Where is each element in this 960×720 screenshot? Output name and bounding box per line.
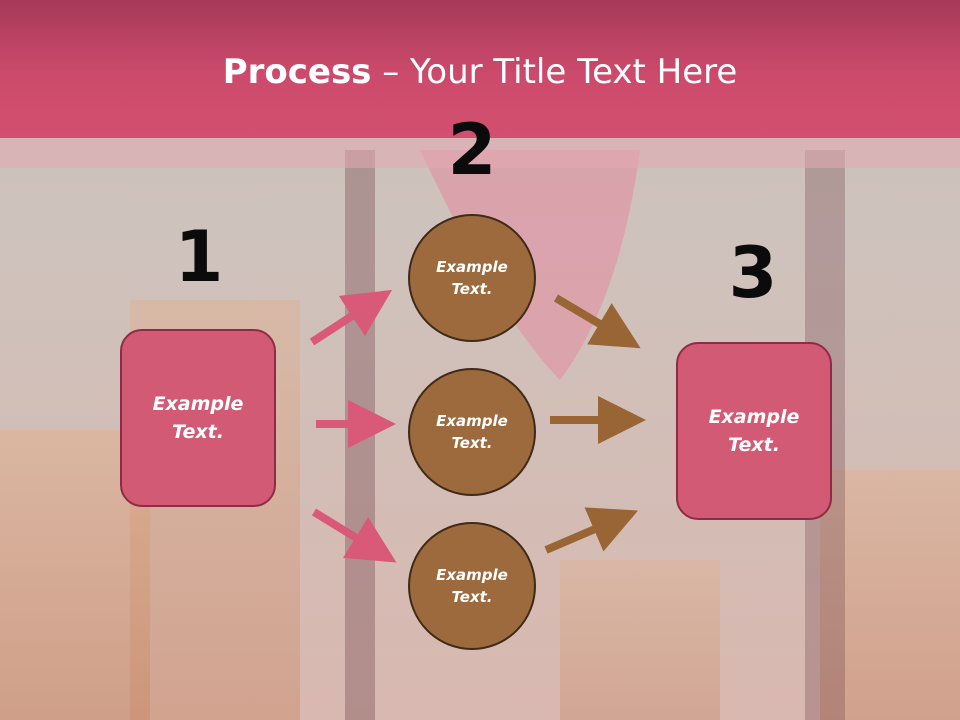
right-box-text: Example Text. (708, 405, 800, 457)
title-rest: – Your Title Text Here (371, 52, 738, 92)
left-box[interactable]: Example Text. (120, 329, 276, 507)
circle-middle[interactable]: Example Text. (408, 368, 536, 496)
left-box-text: Example Text. (152, 392, 244, 444)
arrow-bottom-to-right (544, 507, 639, 554)
arrow-left-to-top (309, 289, 393, 346)
title-band (0, 0, 960, 138)
step-number-3: 3 (728, 232, 778, 314)
right-box[interactable]: Example Text. (676, 342, 832, 520)
title-bold: Process (222, 52, 372, 92)
arrow-top-to-right (553, 294, 641, 349)
circle-bottom[interactable]: Example Text. (408, 522, 536, 650)
step-number-1: 1 (174, 216, 224, 298)
circle-top[interactable]: Example Text. (408, 214, 536, 342)
circle-top-text: Example Text. (436, 257, 508, 299)
arrow-left-to-bottom (311, 508, 397, 563)
circle-middle-text: Example Text. (436, 411, 508, 453)
circle-bottom-text: Example Text. (436, 565, 508, 607)
title-strip (0, 138, 960, 168)
slide-title: Process – Your Title Text Here (0, 52, 960, 92)
step-number-2: 2 (447, 109, 497, 191)
